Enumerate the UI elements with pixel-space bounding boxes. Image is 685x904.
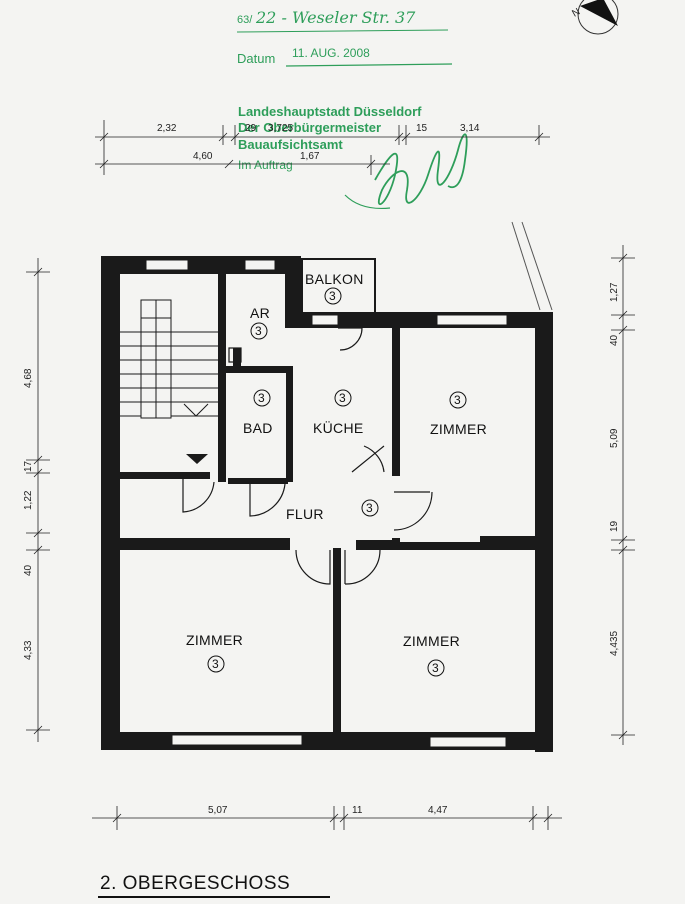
room-bad: 3 BAD (243, 389, 273, 436)
dim-left-5: 4,33 (23, 640, 34, 660)
door-swings (182, 327, 433, 585)
dim-right-2: 40 (609, 334, 620, 346)
dim-right-4: 19 (609, 520, 620, 532)
north-arrow-icon: N (570, 0, 619, 35)
staircase (120, 299, 218, 419)
room-zimmer-ne-label: ZIMMER (430, 421, 487, 437)
stamp-line-1: Landeshauptstadt Düsseldorf (238, 104, 422, 119)
file-reference: 63/ (237, 14, 252, 26)
room-zimmer-sw-label: ZIMMER (186, 632, 243, 648)
dim-right-5: 4,435 (609, 631, 620, 656)
stamp-line-4: Im Auftrag (238, 158, 293, 172)
room-flur: FLUR 3 (286, 499, 379, 522)
room-ar: AR 3 (250, 305, 270, 340)
room-zimmer-ne: 3 ZIMMER (430, 391, 487, 437)
dim-bottom-2: 11 (352, 805, 363, 816)
dim-bottom-1: 5,07 (208, 805, 228, 816)
dim-top-7: 1,67 (300, 151, 320, 162)
room-flur-label: FLUR (286, 506, 324, 522)
north-label: N (570, 6, 582, 19)
room-zimmer-ne-count: 3 (454, 393, 461, 407)
dim-top-2: 29 (245, 123, 257, 134)
dim-left-4: 40 (23, 564, 34, 576)
dim-top-1: 2,32 (157, 123, 177, 134)
room-kueche-count: 3 (339, 391, 346, 405)
room-zimmer-sw: ZIMMER 3 (186, 632, 243, 673)
file-reference-prefix: 63/ (237, 14, 253, 26)
room-flur-count: 3 (366, 501, 373, 515)
dim-top-5: 3,14 (460, 123, 480, 134)
floor-title-underline (98, 896, 330, 898)
dim-top-4: 15 (416, 123, 428, 134)
datum-label: Datum (237, 51, 276, 66)
room-balkon: BALKON 3 (305, 271, 364, 305)
dim-left-3: 1,22 (23, 490, 34, 510)
dim-bottom-3: 4,47 (428, 805, 448, 816)
stamp-line-3: Bauaufsichtsamt (238, 137, 343, 152)
room-ar-count: 3 (255, 324, 262, 338)
room-kueche: 3 KÜCHE (313, 389, 364, 436)
room-balkon-label: BALKON (305, 271, 364, 287)
signature (374, 133, 468, 205)
room-bad-label: BAD (243, 420, 273, 436)
dim-left-2: 17 (23, 460, 34, 472)
room-balkon-count: 3 (329, 289, 336, 303)
room-kueche-label: KÜCHE (313, 419, 364, 436)
dim-top-3: 3,725 (268, 123, 293, 134)
room-ar-label: AR (250, 305, 270, 321)
room-zimmer-se: ZIMMER 3 (403, 633, 460, 677)
dim-right-3: 5,09 (609, 428, 620, 448)
datum-value: 11. AUG. 2008 (292, 46, 370, 60)
room-zimmer-sw-count: 3 (212, 657, 219, 671)
floor-title: 2. OBERGESCHOSS (100, 873, 291, 894)
dim-left-1: 4,68 (23, 368, 34, 388)
room-zimmer-se-label: ZIMMER (403, 633, 460, 649)
room-bad-count: 3 (258, 391, 265, 405)
dim-top-6: 4,60 (193, 151, 213, 162)
stair-arrow-icon (186, 454, 208, 464)
walls (101, 256, 553, 752)
room-zimmer-se-count: 3 (432, 661, 439, 675)
file-reference-handwritten: 22 - Weseler Str. 37 (256, 8, 416, 27)
stamp-line-2: Der Oberbürgermeister (238, 120, 382, 135)
dim-right-1: 1,27 (609, 282, 620, 302)
